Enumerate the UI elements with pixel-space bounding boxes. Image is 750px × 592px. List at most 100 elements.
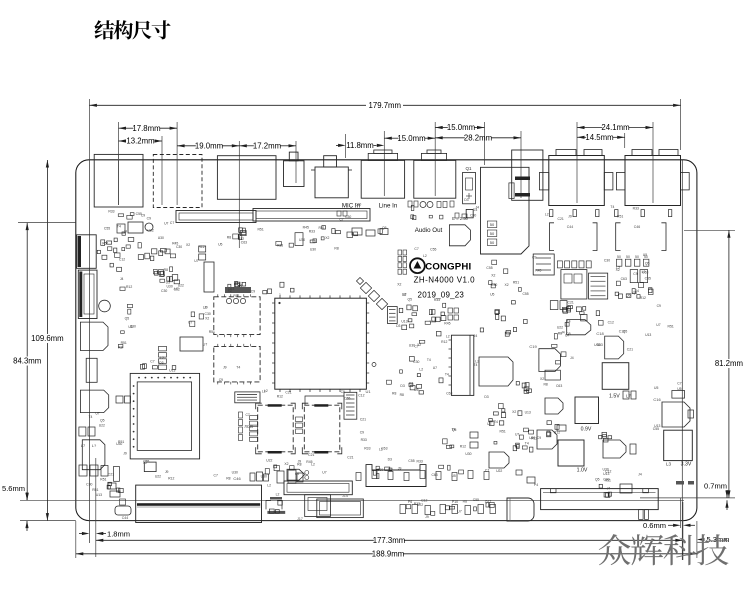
svg-text:C7: C7 (150, 360, 154, 364)
svg-text:C30: C30 (161, 289, 167, 293)
svg-text:J9: J9 (244, 424, 248, 428)
svg-text:C9: C9 (147, 217, 151, 221)
svg-text:U30: U30 (465, 452, 471, 456)
svg-text:L2: L2 (446, 334, 450, 338)
svg-text:R8: R8 (543, 382, 547, 386)
svg-text:C30: C30 (603, 477, 609, 481)
svg-text:U7: U7 (164, 221, 168, 225)
svg-text:R12: R12 (168, 477, 174, 481)
svg-text:U22: U22 (266, 458, 272, 462)
svg-text:U30: U30 (529, 436, 535, 440)
svg-text:R51: R51 (92, 488, 98, 492)
svg-text:U22: U22 (417, 503, 423, 507)
svg-text:P10: P10 (452, 500, 458, 504)
svg-text:R51: R51 (102, 241, 108, 245)
svg-text:L2: L2 (545, 213, 549, 217)
svg-text:J4: J4 (607, 486, 611, 490)
svg-text:C63: C63 (621, 277, 627, 281)
svg-text:U30: U30 (261, 474, 267, 478)
svg-text:C30: C30 (205, 312, 211, 316)
svg-text:U30: U30 (116, 442, 122, 446)
svg-text:Q5: Q5 (125, 316, 130, 320)
svg-text:R12: R12 (554, 431, 560, 435)
svg-text:24.1mm: 24.1mm (601, 123, 629, 132)
svg-text:R12: R12 (198, 245, 204, 249)
svg-text:17.2mm: 17.2mm (253, 141, 281, 150)
svg-text:C55: C55 (653, 427, 659, 431)
svg-text:C9: C9 (537, 436, 541, 440)
svg-text:U5: U5 (677, 387, 681, 391)
svg-text:C7: C7 (414, 344, 418, 348)
svg-text:C12: C12 (174, 287, 180, 291)
svg-text:C30: C30 (491, 283, 497, 287)
svg-text:L2: L2 (423, 254, 427, 258)
svg-text:Q5: Q5 (566, 332, 571, 336)
svg-text:L2: L2 (143, 461, 147, 465)
svg-text:E = 2.50: E = 2.50 (452, 216, 468, 221)
svg-text:R51: R51 (605, 478, 611, 482)
svg-text:50: 50 (490, 231, 495, 236)
svg-text:X2: X2 (239, 282, 243, 286)
svg-text:U5: U5 (218, 242, 222, 246)
svg-text:X2: X2 (504, 283, 508, 287)
svg-text:R8: R8 (334, 246, 338, 250)
svg-text:C55: C55 (247, 425, 253, 429)
svg-text:U7: U7 (656, 323, 660, 327)
svg-text:U30: U30 (603, 467, 609, 471)
svg-text:X2: X2 (284, 462, 288, 466)
svg-text:R12: R12 (531, 436, 537, 440)
svg-text:U5: U5 (643, 253, 647, 257)
svg-text:U5: U5 (487, 422, 491, 426)
svg-text:D3: D3 (464, 198, 468, 202)
svg-text:U5: U5 (166, 280, 170, 284)
svg-text:U22: U22 (557, 325, 563, 329)
svg-text:R45: R45 (306, 460, 312, 464)
svg-text:R8: R8 (392, 391, 396, 395)
svg-text:R33: R33 (108, 209, 114, 213)
svg-text:0.9V: 0.9V (581, 427, 592, 433)
svg-text:Q5: Q5 (626, 294, 631, 298)
svg-text:R12: R12 (460, 444, 466, 448)
svg-text:C9: C9 (219, 378, 223, 382)
svg-text:C63: C63 (556, 384, 562, 388)
svg-text:U13: U13 (645, 333, 651, 337)
svg-text:Audio Out: Audio Out (415, 227, 443, 234)
svg-text:C55: C55 (430, 247, 436, 251)
svg-text:Q5: Q5 (633, 291, 638, 295)
svg-text:109.6mm: 109.6mm (31, 334, 64, 343)
svg-text:J4: J4 (120, 277, 124, 281)
svg-text:C55: C55 (645, 277, 651, 281)
svg-text:X2: X2 (616, 268, 620, 272)
svg-text:R8: R8 (558, 332, 562, 336)
svg-text:J9: J9 (568, 215, 572, 219)
svg-text:R51: R51 (257, 228, 263, 232)
svg-text:X2: X2 (228, 289, 232, 293)
svg-text:J9: J9 (298, 460, 302, 464)
svg-text:R51: R51 (100, 477, 106, 481)
svg-text:U30: U30 (409, 343, 415, 347)
svg-text:J9: J9 (165, 470, 169, 474)
svg-text:15.0mm: 15.0mm (397, 134, 425, 143)
svg-text:J4: J4 (123, 230, 127, 234)
svg-text:X2: X2 (402, 292, 406, 296)
svg-text:R51: R51 (668, 325, 674, 329)
svg-text:C30: C30 (345, 215, 351, 219)
svg-text:1.0V: 1.0V (577, 468, 588, 474)
svg-text:C21: C21 (627, 348, 633, 352)
svg-text:84.3mm: 84.3mm (13, 357, 41, 366)
svg-text:R45: R45 (303, 226, 309, 230)
svg-text:U13: U13 (603, 472, 609, 476)
svg-text:C18: C18 (596, 331, 604, 336)
svg-text:U22: U22 (148, 228, 154, 232)
svg-text:C12: C12 (119, 257, 125, 261)
svg-text:179.7mm: 179.7mm (369, 101, 402, 110)
svg-text:U13: U13 (654, 424, 660, 428)
svg-text:R45: R45 (172, 242, 178, 246)
svg-text:L?: L? (92, 443, 97, 448)
svg-text:C30: C30 (413, 360, 419, 364)
svg-text:X2: X2 (186, 243, 190, 247)
svg-text:R12: R12 (126, 285, 132, 289)
svg-text:J4: J4 (561, 330, 565, 334)
svg-text:C19: C19 (529, 344, 537, 349)
svg-text:Q5: Q5 (382, 226, 387, 230)
